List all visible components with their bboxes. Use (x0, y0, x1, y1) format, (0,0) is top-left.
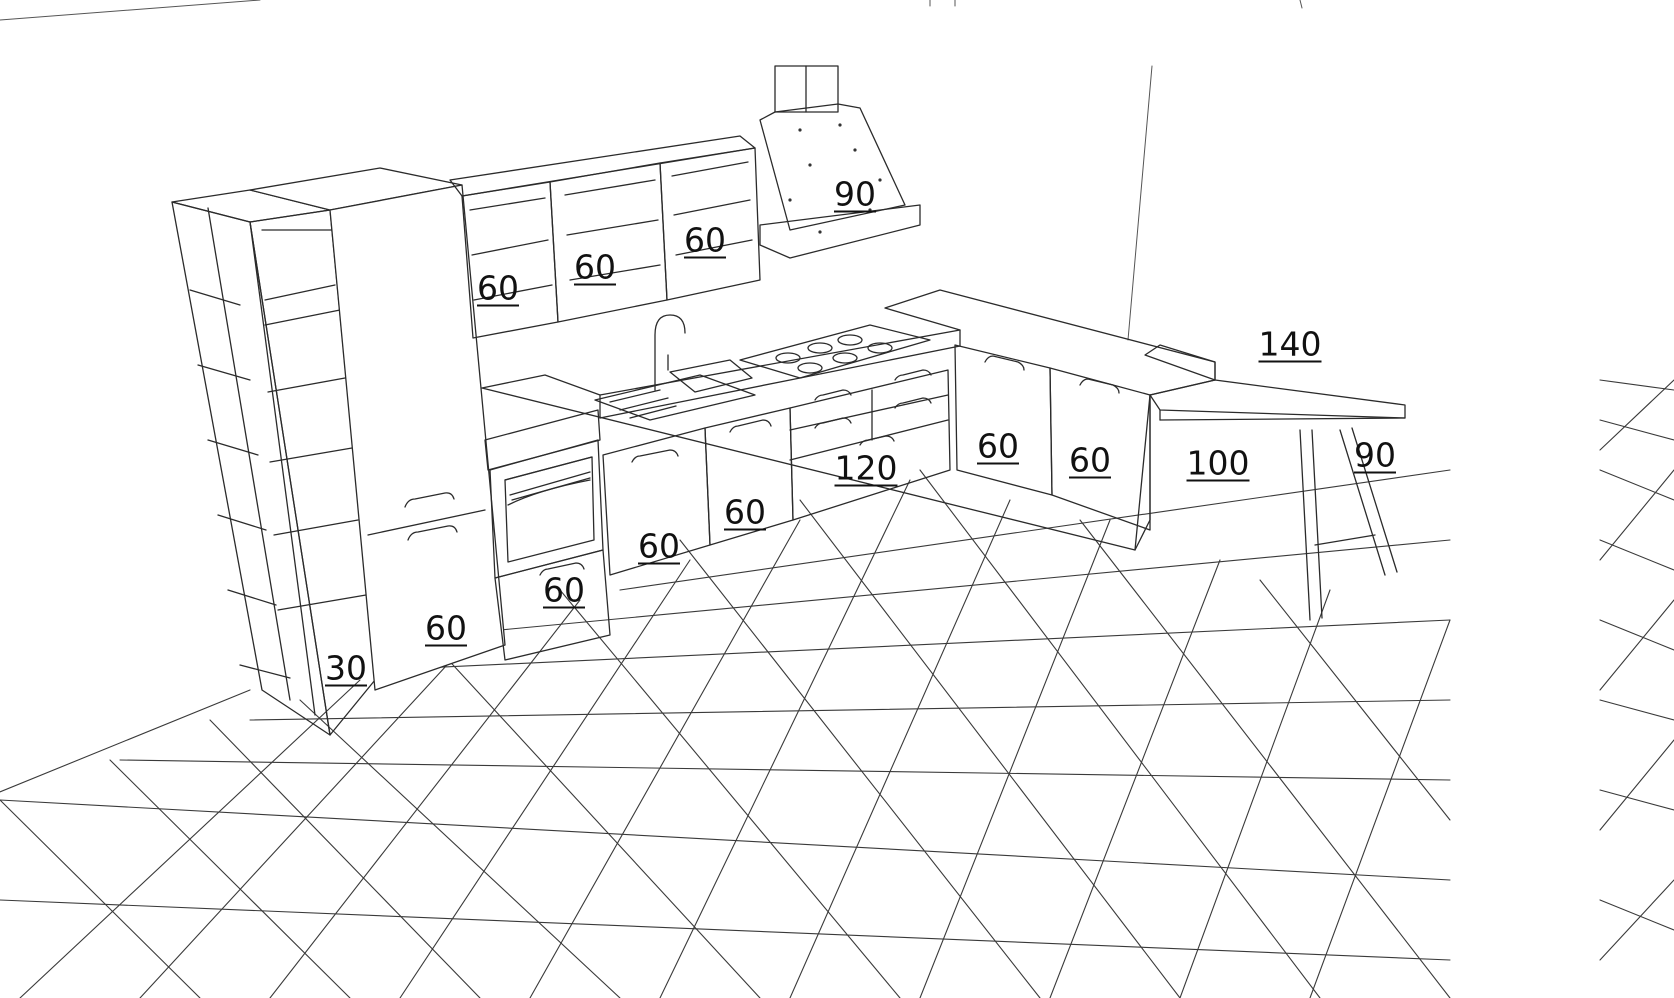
wall-cabinets (449, 135, 761, 339)
cooktop (739, 324, 931, 379)
dimension-label-wall-cabinet-2: 60 (574, 247, 616, 287)
corner-base-cabinets (954, 344, 1151, 531)
oven-base-drawer (494, 549, 611, 661)
dimension-label-leg-90: 90 (1354, 435, 1396, 475)
floor-tile-grid-right (1599, 379, 1674, 961)
dimension-label-wall-cabinet-1: 60 (477, 268, 519, 308)
base-countertop (481, 289, 1216, 551)
dimension-label-sink-base: 60 (638, 526, 680, 566)
dimension-label-peninsula-100: 100 (1186, 443, 1250, 483)
dimension-label-tall-cabinet: 60 (425, 608, 467, 648)
dimension-label-wall-cabinet-3: 60 (684, 220, 726, 260)
tall-cabinet (249, 167, 506, 691)
room-walls (0, 0, 1303, 341)
drawer-unit-120 (789, 369, 951, 521)
dimension-label-drawers: 120 (834, 448, 898, 488)
dimension-label-corner-1: 60 (977, 426, 1019, 466)
dimension-label-base-60: 60 (724, 492, 766, 532)
peninsula-table (1134, 344, 1406, 621)
range-hood (759, 65, 921, 259)
dimension-label-shelf: 30 (325, 648, 367, 688)
oven-unit (484, 409, 604, 579)
floor-tile-grid (0, 469, 1451, 998)
sink (594, 314, 756, 421)
dimension-label-peninsula-140: 140 (1258, 324, 1322, 364)
dimension-label-hood: 90 (834, 174, 876, 214)
dimension-label-oven-base: 60 (543, 570, 585, 610)
dimension-label-corner-2: 60 (1069, 440, 1111, 480)
